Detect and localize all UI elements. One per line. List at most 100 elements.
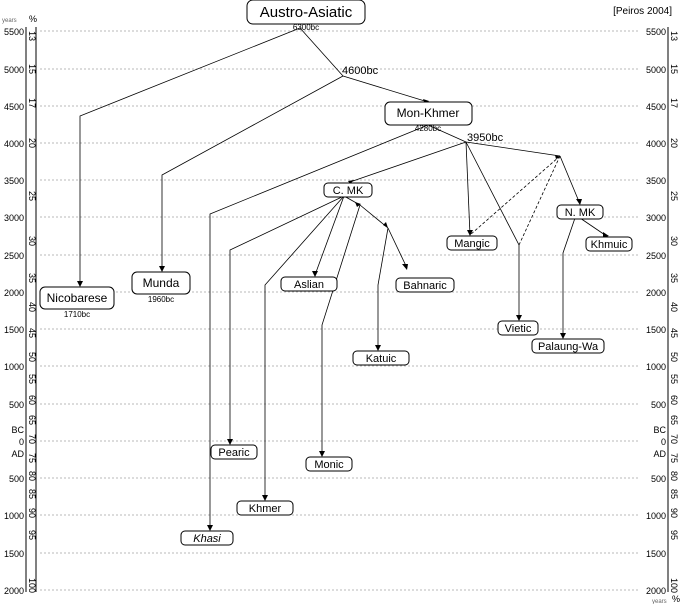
year-label: 2000	[646, 288, 666, 298]
node-label: Pearic	[218, 447, 250, 459]
percent-label: 100	[669, 578, 679, 593]
node-label: C. MK	[333, 185, 364, 197]
node-label: Bahnaric	[403, 280, 447, 292]
year-label: 3500	[646, 176, 666, 186]
year-label: 4000	[4, 139, 24, 149]
node-khmer[interactable]: Khmer	[236, 500, 294, 516]
node-aslian[interactable]: Aslian	[280, 276, 338, 292]
percent-label: 65	[27, 415, 37, 425]
percent-label: 30	[27, 236, 37, 246]
year-label: 5500	[646, 27, 666, 37]
year-label: 3500	[4, 176, 24, 186]
left-percent-ticks: 13 15 17 20 25 30 35 40 45 50 55 60 65 7…	[27, 31, 37, 593]
percent-label: 80	[27, 471, 37, 481]
year-label: 5500	[4, 27, 24, 37]
node-khmuic[interactable]: Khmuic	[585, 236, 633, 252]
node-monic[interactable]: Monic	[305, 456, 353, 472]
year-label: 2500	[646, 251, 666, 261]
percent-label: 35	[27, 273, 37, 283]
percent-label: 95	[27, 530, 37, 540]
percent-label: 17	[669, 98, 679, 108]
year-label: 5000	[646, 65, 666, 75]
node-mon-khmer[interactable]: Mon-Khmer 4280bc	[384, 101, 473, 133]
percent-label: 85	[27, 489, 37, 499]
percent-label: 85	[669, 489, 679, 499]
percent-label: 25	[669, 191, 679, 201]
node-c-mk[interactable]: C. MK	[323, 182, 373, 198]
percent-label: 55	[669, 374, 679, 384]
year-label: 1500	[646, 549, 666, 559]
percent-label: 15	[669, 64, 679, 74]
year-label: BC	[11, 425, 24, 435]
right-years-label: years	[652, 599, 667, 604]
year-label: 1000	[646, 511, 666, 521]
node-label: Austro-Asiatic	[260, 4, 353, 21]
node-label: Munda	[143, 276, 180, 290]
percent-label: 80	[669, 471, 679, 481]
node-label: Khmer	[249, 503, 282, 515]
year-label: 0	[661, 437, 666, 447]
node-austro-asiatic[interactable]: Austro-Asiatic 6300bc	[246, 0, 366, 32]
percent-label: 70	[27, 434, 37, 444]
percent-label: 60	[669, 395, 679, 405]
node-pearic[interactable]: Pearic	[210, 444, 258, 460]
right-percent-label: %	[672, 594, 680, 604]
node-bahnaric[interactable]: Bahnaric	[395, 277, 455, 293]
tree-edges	[79, 27, 609, 530]
node-label: Mangic	[454, 238, 490, 250]
left-percent-label: %	[29, 14, 37, 24]
percent-label: 13	[669, 31, 679, 41]
year-label: 1500	[4, 549, 24, 559]
grid-lines	[40, 30, 640, 591]
node-label: Khmuic	[591, 239, 628, 251]
year-label: AD	[11, 449, 24, 459]
node-palaung-wa[interactable]: Palaung-Wa	[531, 338, 605, 354]
percent-label: 60	[27, 395, 37, 405]
year-label: AD	[653, 449, 666, 459]
year-label: 3000	[4, 213, 24, 223]
left-years-label: years	[2, 18, 17, 24]
percent-label: 20	[669, 138, 679, 148]
node-munda[interactable]: Munda 1960bc	[131, 271, 191, 304]
percent-label: 55	[27, 374, 37, 384]
right-axis: % years 5500 5000 4500 4000 3500 3000 25…	[646, 27, 680, 604]
year-label: 500	[651, 474, 666, 484]
percent-label: 30	[669, 236, 679, 246]
node-label: Aslian	[294, 279, 324, 291]
percent-label: 100	[27, 578, 37, 593]
percent-label: 45	[669, 328, 679, 338]
percent-label: 50	[27, 352, 37, 362]
year-label: 1500	[4, 325, 24, 335]
node-katuic[interactable]: Katuic	[352, 350, 410, 366]
year-label: 1000	[4, 362, 24, 372]
node-n-mk[interactable]: N. MK	[556, 204, 604, 220]
node-label: N. MK	[565, 207, 596, 219]
year-label: 5000	[4, 65, 24, 75]
year-label: 2000	[4, 288, 24, 298]
node-date: 4280bc	[415, 124, 441, 133]
node-label: Khasi	[193, 533, 221, 545]
percent-label: 13	[27, 31, 37, 41]
node-label: Vietic	[505, 323, 532, 335]
node-date: 6300bc	[293, 23, 319, 32]
node-date: 1710bc	[64, 310, 90, 319]
node-label: Mon-Khmer	[397, 106, 460, 120]
percent-label: 95	[669, 530, 679, 540]
node-label: Palaung-Wa	[538, 341, 599, 353]
node-label: Nicobarese	[47, 291, 108, 305]
node-nicobarese[interactable]: Nicobarese 1710bc	[39, 286, 115, 319]
year-label: 4000	[646, 139, 666, 149]
percent-label: 65	[669, 415, 679, 425]
percent-label: 25	[27, 191, 37, 201]
node-khasi[interactable]: Khasi	[180, 530, 234, 546]
node-label: Monic	[314, 459, 344, 471]
percent-label: 50	[669, 352, 679, 362]
node-mangic[interactable]: Mangic	[446, 235, 498, 251]
year-label: 2000	[4, 586, 24, 596]
year-label: 500	[651, 400, 666, 410]
percent-label: 90	[27, 508, 37, 518]
percent-label: 75	[669, 453, 679, 463]
node-vietic[interactable]: Vietic	[497, 320, 539, 336]
percent-label: 35	[669, 273, 679, 283]
